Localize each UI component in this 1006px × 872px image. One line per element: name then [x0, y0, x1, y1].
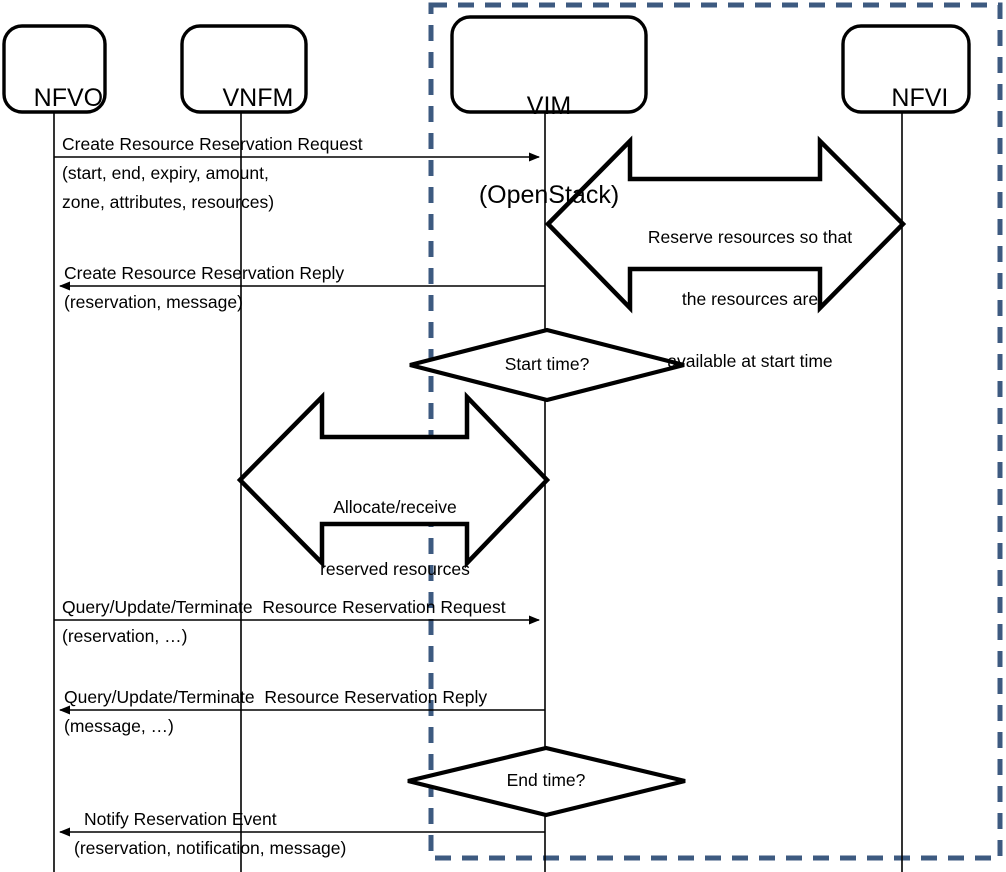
- actor-box-vnfm[interactable]: [180, 24, 308, 114]
- vim-nfvi-boundary: [428, 2, 1003, 861]
- actor-box-vim[interactable]: [450, 15, 648, 114]
- actor-box-nfvi[interactable]: [841, 24, 971, 114]
- double-arrow-reserve-resources: [544, 135, 907, 314]
- message-label-qut-request-line1: Query/Update/Terminate Resource Reservat…: [62, 597, 506, 617]
- decision-diamond-end-time: [407, 745, 686, 818]
- reserve-resources-line3: available at start time: [667, 351, 833, 372]
- message-label-create-reply-line1: Create Resource Reservation Reply: [64, 263, 345, 283]
- message-label-create-request-line3: zone, attributes, resources): [62, 192, 275, 212]
- allocate-resources-line2: reserved resources: [320, 559, 470, 580]
- message-label-qut-request-line2: (reservation, …): [62, 626, 188, 646]
- double-arrow-label-allocate-resources: Allocate/receive reserved resources: [280, 456, 510, 621]
- decision-diamond-start-time: [409, 327, 685, 403]
- message-label-create-reply-line2: (reservation, message): [64, 292, 243, 312]
- message-label-create-request-line1: Create Resource Reservation Request: [62, 134, 363, 154]
- allocate-resources-line1: Allocate/receive: [333, 497, 457, 518]
- message-label-notify-event-line1: Notify Reservation Event: [84, 809, 277, 829]
- decision-label-start-time: Start time?: [504, 354, 590, 374]
- decision-label-end-time: End time?: [506, 770, 586, 790]
- message-label-qut-reply-line1: Query/Update/Terminate Resource Reservat…: [64, 687, 488, 707]
- message-label-notify-event-line2: (reservation, notification, message): [74, 838, 347, 858]
- message-label-create-request-line2: (start, end, expiry, amount,: [62, 163, 269, 183]
- message-label-qut-reply-line2: (message, …): [64, 716, 174, 736]
- double-arrow-allocate-resources: [236, 391, 551, 569]
- double-arrow-label-reserve-resources: Reserve resources so that the resources …: [580, 186, 920, 413]
- reserve-resources-line1: Reserve resources so that: [647, 227, 853, 248]
- reserve-resources-line2: the resources are: [681, 289, 819, 310]
- actor-box-nfvo[interactable]: [2, 24, 107, 114]
